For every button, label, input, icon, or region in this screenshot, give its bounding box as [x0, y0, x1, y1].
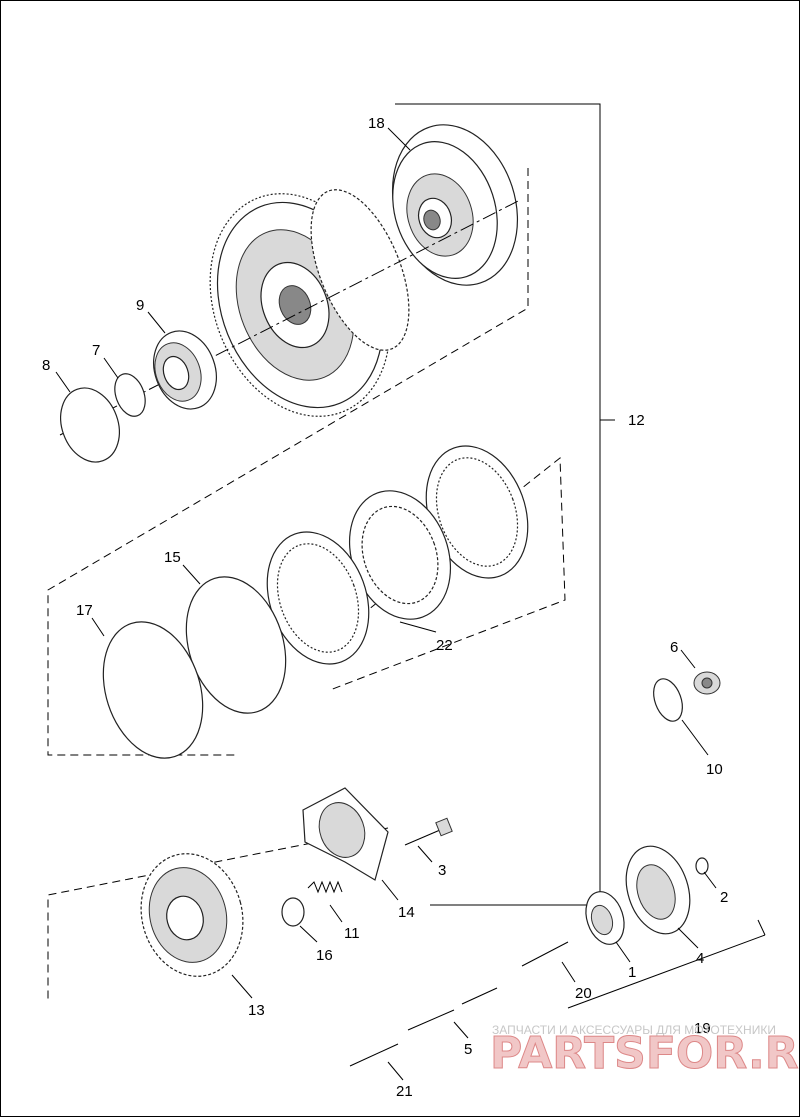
clutch-plates: [266, 445, 529, 665]
bearing-9: [153, 330, 217, 410]
callout-19: 19: [694, 1020, 711, 1037]
callout-10: 10: [706, 761, 723, 778]
callout-17: 17: [76, 602, 93, 619]
callout-11: 11: [344, 925, 360, 942]
callout-4: 4: [696, 950, 704, 967]
clutch-hub-sprocket: [391, 124, 519, 286]
callout-16: 16: [316, 947, 333, 964]
retaining-ring-10: [653, 678, 683, 722]
callout-2: 2: [720, 889, 728, 906]
bearing-1: [585, 891, 625, 945]
callout-20: 20: [575, 985, 592, 1002]
bearing-cover-4: [625, 845, 691, 935]
push-rod-assembly: [349, 919, 766, 1067]
shaft-end-20: [521, 941, 569, 967]
leader-lines: [55, 127, 717, 1081]
clutch-shell-ring-gear: [209, 189, 410, 417]
callout-15: 15: [164, 549, 181, 566]
watermark-brand: PARTSFOR.RU: [490, 1028, 800, 1079]
clip-2: [695, 857, 709, 875]
callout-7: 7: [92, 342, 100, 359]
washer-16: [281, 897, 305, 927]
callout-22: 22: [436, 637, 453, 654]
spring-11: [307, 880, 343, 894]
callout-5: 5: [464, 1041, 472, 1058]
screw-3: [404, 817, 453, 846]
retaining-ring-7: [114, 373, 146, 417]
assembly-bracket-12: [395, 103, 615, 906]
callout-12: 12: [628, 412, 645, 429]
callout-6: 6: [670, 639, 678, 656]
callout-1: 1: [628, 964, 636, 981]
callout-3: 3: [438, 862, 446, 879]
watermark-tagline: ЗАПЧАСТИ И АКСЕССУАРЫ ДЛЯ МОТОТЕХНИКИ: [492, 1023, 776, 1037]
o-ring-17: [102, 621, 204, 759]
callout-14: 14: [398, 904, 415, 921]
callout-21: 21: [396, 1083, 413, 1100]
callout-8: 8: [42, 357, 50, 374]
callout-9: 9: [136, 297, 144, 314]
callout-18: 18: [368, 115, 385, 132]
callout-13: 13: [248, 1002, 265, 1019]
pressure-plate-14: [302, 787, 389, 881]
release-ring-13: [140, 853, 244, 977]
nut-6: [693, 671, 721, 695]
bracket-22: [399, 621, 437, 633]
snap-ring-8: [60, 387, 120, 463]
